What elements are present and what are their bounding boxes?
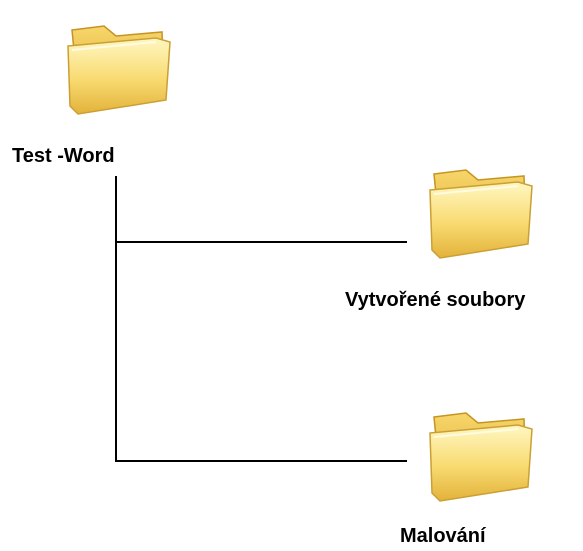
child-folder-label-2: Malování [400,525,486,547]
child-folder-icon-2[interactable] [420,395,540,505]
tree-branch-line-1 [115,241,407,243]
tree-branch-line-2 [115,460,407,462]
child-folder-label-1: Vytvořené soubory [345,289,526,311]
folder-icon [429,169,533,259]
tree-trunk-line [115,176,117,462]
folder-icon [429,412,533,502]
folder-icon [67,25,171,115]
root-folder-icon[interactable] [58,8,178,118]
root-folder-label: Test -Word [12,145,115,167]
child-folder-icon-1[interactable] [420,152,540,262]
